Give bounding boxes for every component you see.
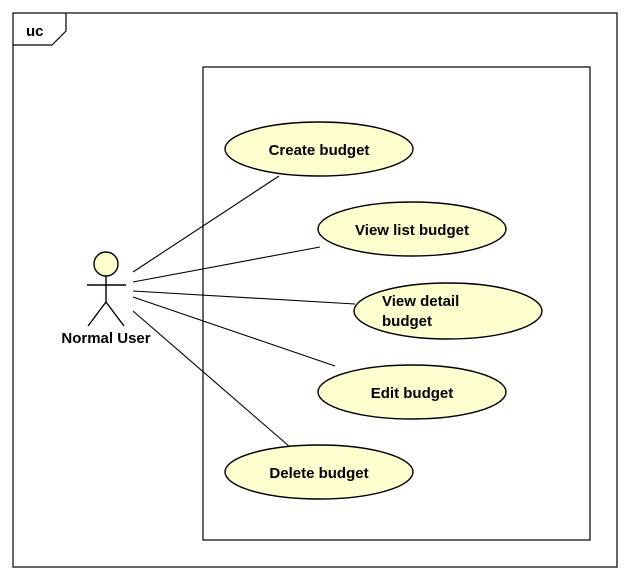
association-create (132, 175, 280, 273)
association-view-detail (132, 290, 356, 305)
use-case-ellipse[interactable] (224, 444, 414, 500)
use-case-label: View list budget (355, 222, 469, 239)
use-case-view-detail-budget[interactable]: View detail budget (353, 282, 543, 340)
actor-head (93, 251, 119, 277)
use-case-label: Edit budget (371, 385, 454, 402)
use-case-create-budget[interactable]: Create budget (224, 121, 414, 177)
use-case-ellipse[interactable] (317, 201, 507, 257)
association-view-list (132, 246, 321, 283)
actor-left-leg (87, 301, 107, 327)
use-case-ellipse[interactable] (353, 282, 543, 340)
actor-normal-user: Normal User (61, 251, 151, 347)
association-edit (132, 296, 336, 367)
uc-frame-label: uc (26, 23, 44, 40)
use-case-ellipse[interactable] (224, 121, 414, 177)
use-case-view-list-budget[interactable]: View list budget (317, 201, 507, 257)
use-case-ellipse[interactable] (317, 364, 507, 420)
use-case-edit-budget[interactable]: Edit budget (317, 364, 507, 420)
use-case-label: Delete budget (269, 465, 368, 482)
association-delete (132, 310, 291, 448)
actor-right-leg (105, 301, 125, 327)
use-case-label-line-1: View detail (382, 293, 459, 310)
use-case-label-line-2: budget (382, 313, 432, 330)
uc-frame-tab (13, 13, 67, 46)
use-case-label: Create budget (269, 142, 370, 159)
actor-label: Normal User (61, 330, 150, 347)
use-case-delete-budget[interactable]: Delete budget (224, 444, 414, 500)
associations (132, 175, 356, 448)
